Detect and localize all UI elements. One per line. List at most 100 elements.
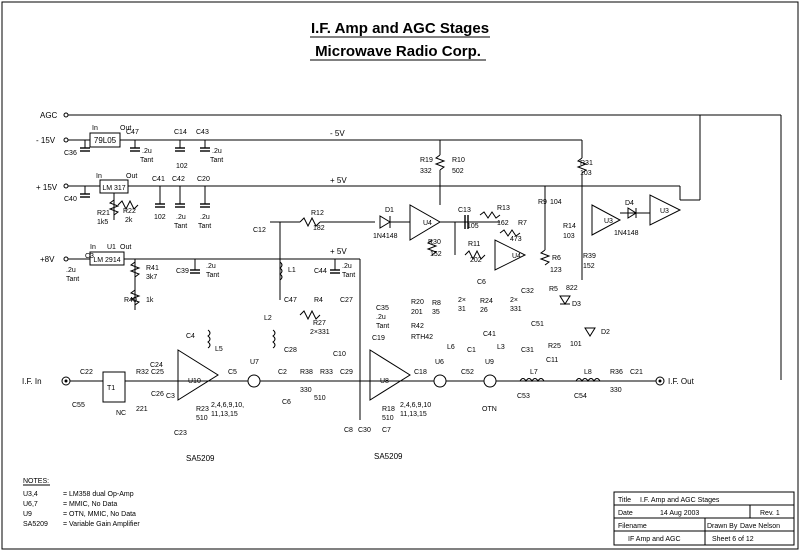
svg-text:2×331: 2×331	[310, 329, 330, 336]
svg-text:LM 2914: LM 2914	[93, 257, 120, 264]
svg-text:Filename: Filename	[618, 523, 647, 530]
svg-text:C27: C27	[340, 297, 353, 304]
opamp-u3b	[591, 204, 622, 236]
svg-text:202: 202	[470, 257, 482, 264]
svg-text:R13: R13	[497, 205, 510, 212]
svg-text:11,13,15: 11,13,15	[211, 411, 238, 418]
svg-text:1N4148: 1N4148	[614, 230, 639, 237]
svg-text:R31: R31	[580, 160, 593, 167]
svg-text:C55: C55	[72, 402, 85, 409]
svg-text:U3: U3	[660, 208, 669, 215]
svg-text:.2u: .2u	[212, 148, 222, 155]
svg-text:Tant: Tant	[206, 272, 219, 279]
svg-text:C12: C12	[253, 227, 266, 234]
svg-text:3k7: 3k7	[146, 274, 157, 281]
notes-heading: NOTES:	[23, 478, 49, 485]
svg-text:R9: R9	[538, 199, 547, 206]
svg-text:R20: R20	[411, 299, 424, 306]
mmic-u7	[247, 374, 261, 388]
svg-text:L1: L1	[288, 267, 296, 274]
svg-text:C20: C20	[197, 176, 210, 183]
svg-text:R25: R25	[548, 343, 561, 350]
svg-text:R42: R42	[411, 323, 424, 330]
svg-text:SA5209: SA5209	[23, 521, 48, 528]
svg-text:R24: R24	[480, 298, 493, 305]
svg-text:182: 182	[313, 225, 325, 232]
svg-text:U1: U1	[107, 244, 116, 251]
svg-text:11,13,15: 11,13,15	[400, 411, 427, 418]
svg-text:T1: T1	[107, 385, 115, 392]
svg-text:1k: 1k	[146, 297, 154, 304]
amp-u10	[177, 349, 219, 401]
svg-text:Tant: Tant	[140, 157, 153, 164]
svg-text:OTN: OTN	[482, 406, 497, 413]
svg-text:C39: C39	[176, 268, 189, 275]
svg-text:2×: 2×	[458, 297, 466, 304]
svg-text:Drawn By: Drawn By	[707, 523, 738, 530]
svg-text:C53: C53	[517, 393, 530, 400]
svg-text:L3: L3	[497, 344, 505, 351]
svg-text:L8: L8	[584, 369, 592, 376]
svg-text:221: 221	[136, 406, 148, 413]
svg-text:C4: C4	[186, 333, 195, 340]
svg-text:C30: C30	[358, 427, 371, 434]
svg-text:R40: R40	[124, 297, 137, 304]
mmic-u6	[433, 374, 447, 388]
sa5209-b-label: SA5209	[374, 452, 403, 461]
svg-text:R12: R12	[311, 210, 324, 217]
svg-text:R11: R11	[468, 241, 480, 248]
sa5209-a-label: SA5209	[186, 454, 215, 463]
svg-text:R19: R19	[420, 157, 433, 164]
opamp-u4b	[494, 239, 527, 271]
svg-text:510: 510	[196, 415, 208, 422]
svg-text:D4: D4	[625, 200, 634, 207]
svg-text:2,4,6,9,10,: 2,4,6,9,10,	[211, 402, 244, 409]
svg-text:R41: R41	[146, 265, 159, 272]
svg-text:510: 510	[314, 395, 326, 402]
svg-text:C19: C19	[372, 335, 385, 342]
svg-text:C14: C14	[174, 129, 187, 136]
svg-text:In: In	[96, 173, 102, 180]
title-block: Title I.F. Amp and AGC Stages Date 14 Au…	[613, 491, 795, 546]
svg-text:LM 317: LM 317	[102, 185, 125, 192]
svg-text:L2: L2	[264, 315, 272, 322]
svg-text:D2: D2	[601, 329, 610, 336]
svg-text:331: 331	[510, 306, 522, 313]
svg-text:Rev. 1: Rev. 1	[760, 510, 780, 517]
svg-text:= MMIC, No Data: = MMIC, No Data	[63, 501, 117, 508]
svg-text:U6,7: U6,7	[23, 501, 38, 508]
amp-u8	[369, 349, 411, 401]
svg-text:U3,4: U3,4	[23, 491, 38, 498]
svg-text:Tant: Tant	[210, 157, 223, 164]
svg-text:201: 201	[411, 309, 423, 316]
if-in-label: I.F. In	[22, 377, 42, 386]
svg-text:502: 502	[452, 168, 464, 175]
svg-text:C31: C31	[521, 347, 534, 354]
svg-text:C18: C18	[414, 369, 427, 376]
company-name: Microwave Radio Corp.	[315, 43, 481, 60]
svg-text:U3: U3	[604, 218, 613, 225]
svg-text:Tant: Tant	[198, 223, 211, 230]
svg-text:D3: D3	[572, 301, 581, 308]
svg-text:.2u: .2u	[66, 267, 76, 274]
svg-text:D1: D1	[385, 207, 394, 214]
svg-text:C51: C51	[531, 321, 544, 328]
svg-text:C2: C2	[278, 369, 287, 376]
svg-text:L6: L6	[447, 344, 455, 351]
svg-text:C3: C3	[166, 393, 175, 400]
if-in-connector	[61, 376, 71, 386]
svg-text:R32: R32	[136, 369, 149, 376]
svg-text:R27: R27	[313, 320, 326, 327]
svg-text:R8: R8	[432, 300, 441, 307]
svg-text:C41: C41	[152, 176, 165, 183]
svg-text:R10: R10	[452, 157, 465, 164]
svg-text:C7: C7	[382, 427, 391, 434]
svg-text:.2u: .2u	[342, 263, 352, 270]
svg-text:152: 152	[583, 263, 595, 270]
svg-text:= LM358 dual Op-Amp: = LM358 dual Op-Amp	[63, 491, 134, 498]
svg-text:R23: R23	[196, 406, 209, 413]
pos8v-label: +8V	[40, 255, 55, 264]
svg-text:330: 330	[610, 387, 622, 394]
svg-text:C47: C47	[126, 129, 139, 136]
